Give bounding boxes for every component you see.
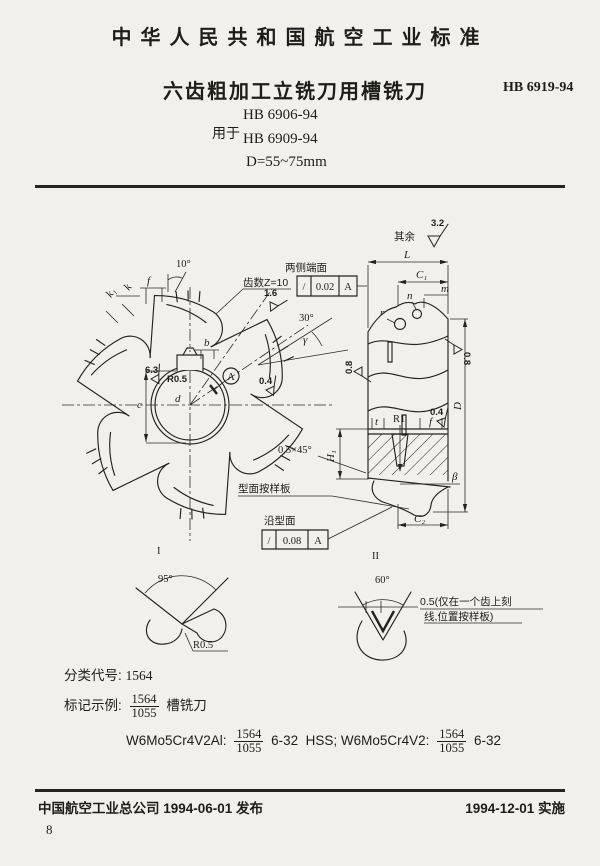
profile-note: 沿型面 (264, 514, 296, 527)
classification-code: 1564 (125, 668, 153, 683)
detail-one-radius: R0.5 (193, 640, 213, 651)
gash-slot-1 (388, 342, 392, 362)
label-gamma: γ (303, 334, 308, 346)
template-note: 型面按样板 (238, 482, 291, 495)
label-angle-10: 10° (176, 259, 191, 270)
standard-number: HB 6919-94 (503, 80, 574, 95)
label-D: D (452, 402, 464, 411)
classification-line: 分类代号: 1564 (64, 664, 153, 684)
keyway (177, 355, 203, 371)
label-H1: H₁ (325, 450, 337, 463)
profile-frame-symbol: / (268, 536, 271, 547)
label-b: b (204, 337, 210, 349)
diameter-range: D=55~75mm (246, 154, 327, 170)
detail-one: I 95° R0.5 (136, 546, 228, 651)
label-chamfer: 0.5×45° (278, 445, 312, 456)
material-1-size: 6-32 (271, 733, 299, 749)
implementation-statement: 1994-12-01 实施 (465, 801, 565, 816)
detail-two: II 60° 0.5(仅在一个齿上刻 线,位置按样板) (338, 551, 543, 660)
profile-lobe (372, 481, 448, 516)
profile-tolerance-frame: 沿型面 / 0.08 A (262, 507, 392, 549)
issue-statement: 中国航空工业总公司 1994-06-01 发布 (38, 801, 264, 816)
frame-datum: A (344, 282, 352, 293)
frame-symbol: / (303, 282, 306, 293)
page-title: 六齿粗加工立铣刀用槽铣刀 (163, 81, 427, 103)
detail-two-angle: 60° (375, 575, 390, 586)
bottom-slant (368, 478, 450, 487)
label-beta: β (451, 471, 458, 483)
finish-08-right-value: 0.8 (461, 352, 472, 365)
applies-ref-2: HB 6909-94 (243, 131, 318, 147)
body-top (368, 302, 448, 332)
label-d: d (175, 393, 181, 405)
applies-to-label: 用于 (212, 125, 240, 141)
standard-name: 中华人民共和国航空工业标准 (111, 27, 489, 49)
label-m: m (441, 283, 449, 295)
keyway-tip (183, 348, 197, 355)
label-C1: C₁ (416, 269, 427, 281)
datum-a-letter: A (227, 372, 235, 383)
profile-frame-datum: A (314, 536, 322, 547)
detail-two-note-2: 线,位置按样板) (424, 610, 493, 623)
label-n: n (407, 290, 413, 302)
side-view: 其余 3.2 L C₁ m n r 0.8 (238, 218, 472, 549)
finish-16-value: 1.6 (264, 288, 277, 299)
label-k1: k₁ (104, 286, 119, 300)
finish-32-value: 3.2 (431, 218, 444, 229)
footer-rule (35, 789, 565, 792)
frame-note: 两侧端面 (285, 261, 327, 274)
technical-drawing: 10° f k k₁ 齿数Z=10 两侧端面 / 0.02 A 1.6 30° (0, 218, 600, 662)
label-R1: R1 (393, 414, 405, 425)
hatch-section (368, 434, 448, 475)
label-f-front: f (147, 275, 152, 287)
finish-63-value: 6.3 (145, 365, 158, 376)
classification-label: 分类代号: (64, 668, 122, 683)
r-detail-circle (395, 319, 406, 330)
label-f-side: f (429, 416, 434, 428)
detail-one-label: I (157, 546, 161, 557)
marking-name: 槽铣刀 (166, 698, 207, 714)
label-C2: C₂ (414, 513, 425, 525)
frame-value: 0.02 (316, 282, 334, 293)
header-rule (35, 185, 565, 188)
material-1: W6Mo5Cr4V2Al: (126, 733, 227, 749)
n-detail-circle (413, 310, 422, 319)
label-L: L (403, 249, 410, 261)
detail-two-label: II (372, 551, 379, 562)
front-view: 10° f k k₁ 齿数Z=10 两侧端面 / 0.02 A 1.6 30° (62, 259, 367, 541)
hub-top-lines (368, 429, 448, 434)
teeth-count-note: 齿数Z=10 (243, 276, 288, 289)
page-number: 8 (46, 822, 53, 837)
detail-two-note-1: 0.5(仅在一个齿上刻 (420, 595, 512, 608)
parallelism-frame: 两侧端面 / 0.02 A (285, 261, 367, 296)
marking-label: 标记示例: (64, 698, 122, 714)
keyway-slot-side (392, 434, 408, 466)
material-hss: HSS; (305, 733, 338, 749)
detail-one-angle: 95° (158, 574, 173, 585)
label-t: t (375, 416, 379, 428)
centerlines (62, 287, 332, 541)
datum-a-balloon: A (210, 368, 239, 394)
material-2-size: 6-32 (473, 733, 501, 749)
finish-04-front-value: 0.4 (259, 376, 273, 387)
finish-04-side-value: 0.4 (430, 407, 444, 418)
applies-ref-1: HB 6906-94 (243, 107, 318, 123)
material-2: W6Mo5Cr4V2: (340, 733, 430, 749)
profile-frame-value: 0.08 (283, 536, 301, 547)
label-k: k (122, 281, 135, 293)
label-c: c (137, 399, 142, 411)
surface-others-label: 其余 (394, 230, 415, 243)
finish-08-left-value: 0.8 (344, 361, 355, 374)
tooth-back-curves (368, 336, 448, 412)
label-angle-30: 30° (299, 313, 314, 324)
label-r05-front: R0.5 (167, 374, 188, 385)
